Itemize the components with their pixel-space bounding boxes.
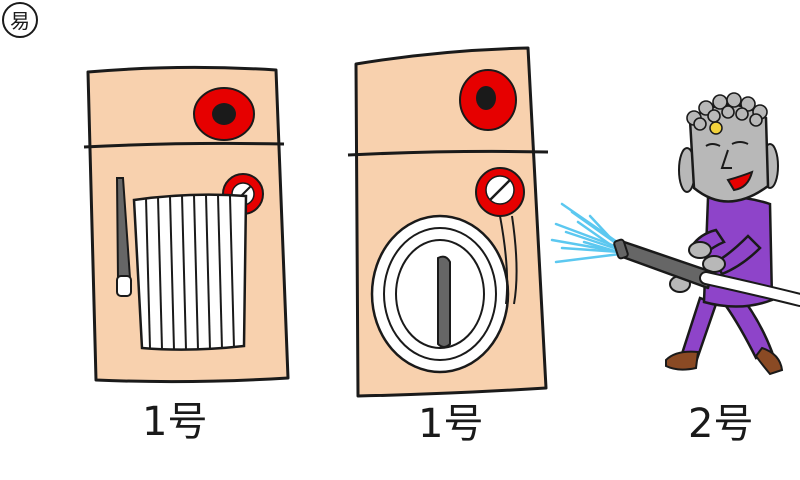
caption-hydrant-easy-1: 1号 xyxy=(418,401,484,447)
hose-reel-icon xyxy=(347,46,549,398)
water-spray-icon xyxy=(550,202,622,264)
buddha-statue-icon xyxy=(613,92,800,376)
hydrant-cabinet-icon xyxy=(83,65,290,384)
easy-operation-badge-icon: 易 xyxy=(2,2,38,38)
easy-mark-text: 易 xyxy=(10,9,30,33)
caption-hydrant-1: 1号 xyxy=(142,399,208,445)
caption-hydrant-2: 2号 xyxy=(688,401,754,447)
